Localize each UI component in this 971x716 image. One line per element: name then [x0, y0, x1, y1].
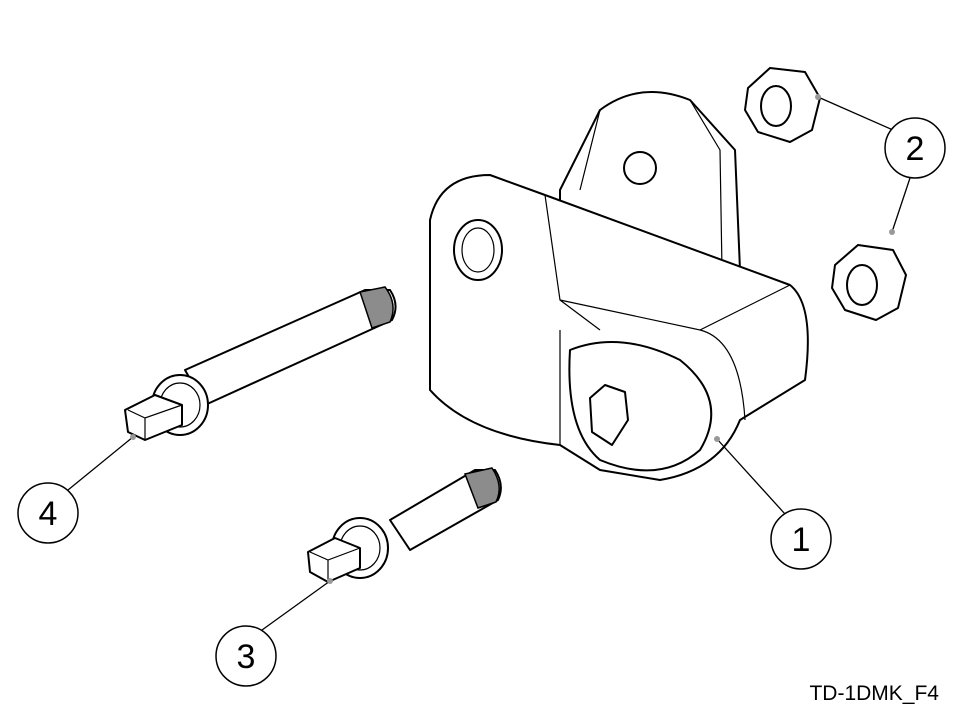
balloon-4: 4 [17, 482, 79, 544]
drawing-code: TD-1DMK_F4 [809, 682, 939, 705]
part-bracket [429, 91, 809, 481]
balloon-1-label: 1 [792, 521, 811, 559]
balloon-3: 3 [215, 625, 277, 687]
balloon-3-label: 3 [237, 638, 256, 676]
part-nut-lower [831, 244, 907, 321]
part-bolt-short [307, 467, 502, 583]
balloon-2-label: 2 [906, 130, 925, 168]
leader-lines [67, 96, 911, 631]
part-nut-upper [744, 67, 821, 143]
part-bolt-long [124, 286, 397, 441]
balloon-1: 1 [770, 508, 832, 570]
leader-dots [130, 94, 895, 584]
balloon-4-label: 4 [39, 495, 58, 533]
balloon-2: 2 [884, 117, 946, 179]
